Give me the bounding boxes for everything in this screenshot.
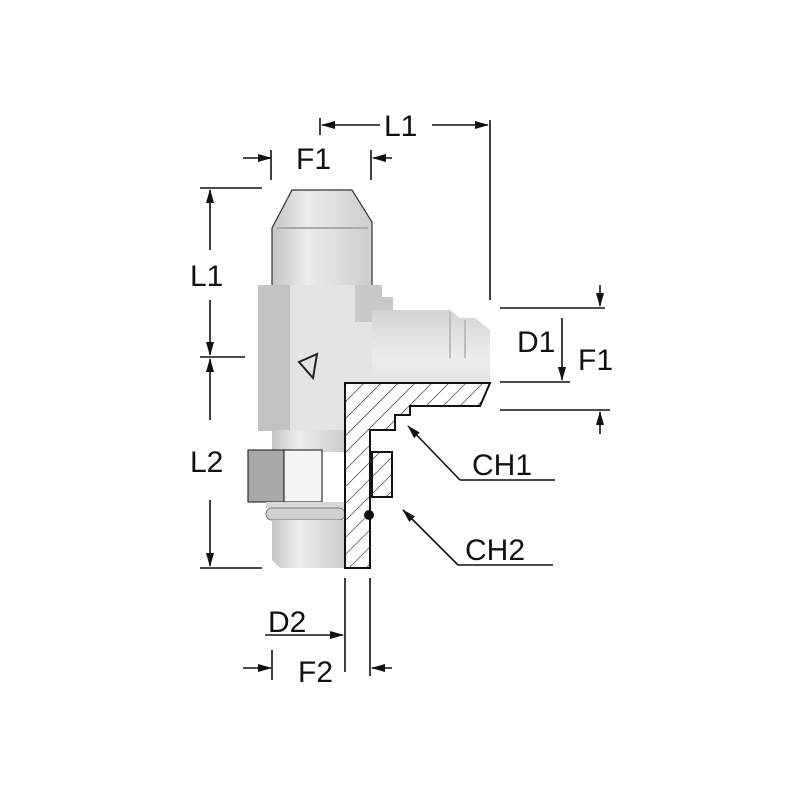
section-seal: [371, 451, 393, 498]
lock-nut-light: [283, 449, 323, 503]
top-flare-spigot: [271, 189, 373, 289]
washer: [266, 502, 345, 508]
o-ring: [265, 507, 346, 521]
label-d1: D1: [517, 326, 555, 359]
lower-stem: [272, 430, 345, 452]
fitting-body: [247, 189, 492, 569]
section-o-ring: [364, 510, 374, 520]
label-ch1: CH1: [472, 449, 532, 482]
section-hatch: [344, 382, 492, 569]
label-l1-left: L1: [190, 260, 223, 293]
bottom-stud: [272, 520, 345, 568]
label-ch2: CH2: [465, 534, 525, 567]
dimension-lines: [200, 118, 610, 680]
label-d2: D2: [268, 606, 306, 639]
lock-nut-dark: [247, 449, 285, 503]
label-l2-left: L2: [190, 446, 223, 479]
label-f1-right: F1: [578, 344, 613, 377]
label-l1-top: L1: [384, 110, 417, 143]
label-f1-top: F1: [296, 143, 331, 176]
side-flare-spigot: [345, 310, 490, 430]
body-hex-dark-face: [258, 285, 290, 431]
label-f2: F2: [298, 656, 333, 689]
logo-icon: [297, 352, 319, 381]
